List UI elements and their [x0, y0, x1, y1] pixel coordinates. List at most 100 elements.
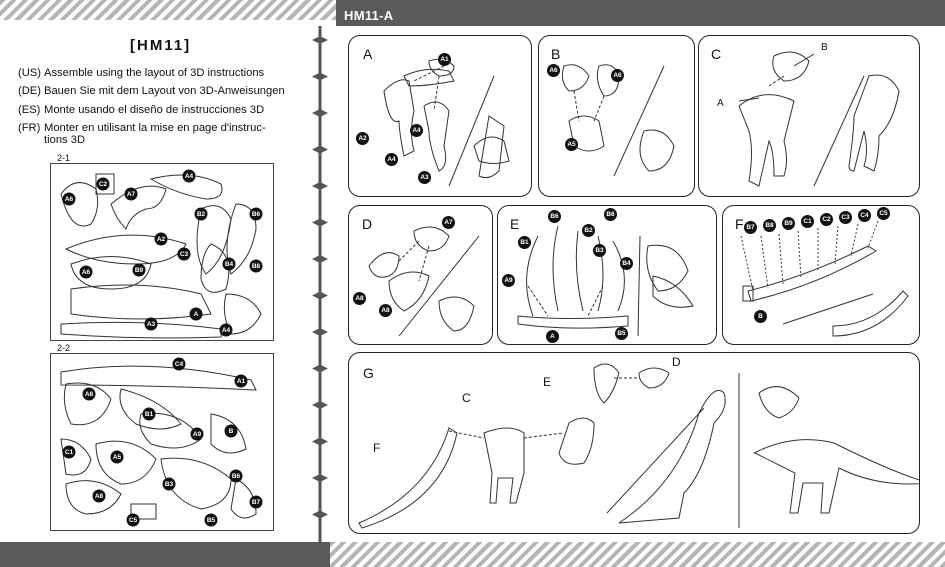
- instruction-us: (US)Assemble using the layout of 3D inst…: [18, 67, 264, 80]
- bottom-right-stripes: [330, 542, 945, 567]
- callout: C3: [839, 211, 852, 224]
- callout: A2: [356, 132, 369, 145]
- callout: A: [546, 330, 559, 343]
- part-callout-label: C3: [180, 251, 189, 258]
- step-panel-e: E B6 B6 B1 B2 B3 A9 B4 B5 A: [497, 205, 717, 345]
- step-b-drawing: [539, 36, 694, 196]
- step-e-drawing: [498, 206, 716, 344]
- callout: B7: [744, 221, 757, 234]
- part-callout-label: B7: [252, 499, 261, 506]
- spine-mark: [312, 365, 328, 373]
- callout: C4: [858, 209, 871, 222]
- parts-sheet-2-2: C4A1A8B1A9BC1A5B3B6A8C5B5B7: [50, 353, 274, 531]
- part-callout-label: B8: [252, 263, 261, 270]
- callout: A9: [502, 274, 515, 287]
- part-callout-label: B4: [225, 261, 234, 268]
- part-label: F: [373, 441, 380, 455]
- callout: A8: [353, 292, 366, 305]
- spine-mark: [312, 255, 328, 263]
- callout: A6: [547, 64, 560, 77]
- callout: A6: [611, 69, 624, 82]
- part-callout-label: B5: [207, 517, 216, 524]
- part-callout-label: B2: [197, 211, 206, 218]
- spine-mark: [312, 73, 328, 81]
- step-c-drawing: [699, 36, 919, 196]
- part-callout-label: B: [229, 428, 234, 435]
- product-code: [HM11]: [130, 37, 191, 54]
- callout: A4: [410, 124, 423, 137]
- spine-mark: [312, 109, 328, 117]
- page-title: HM11-A: [344, 8, 393, 23]
- callout: A3: [418, 171, 431, 184]
- sheet-label-2-1: 2-1: [57, 153, 70, 163]
- step-panel-a: A A1 A2 A4 A4 A3: [348, 35, 532, 197]
- sheet-label-2-2: 2-2: [57, 343, 70, 353]
- binding-spine: [300, 26, 340, 542]
- part-callout-label: A6: [82, 269, 91, 276]
- step-d-drawing: [349, 206, 492, 344]
- callout: A8: [379, 304, 392, 317]
- callout: A7: [442, 216, 455, 229]
- part-callout-label: A9: [193, 431, 202, 438]
- instruction-fr-cont: tions 3D: [18, 134, 85, 147]
- sheet-2-1-parts-drawing: A6C2A7A4B2B6A2C3A6B9B4B8AA3A4: [51, 164, 273, 340]
- top-left-stripes: [0, 0, 336, 20]
- callout: C1: [801, 215, 814, 228]
- part-callout-label: A1: [237, 378, 246, 385]
- step-panel-f: F B7 B8 B9 C1 C2 C3 C4 C5 B: [722, 205, 920, 345]
- spine-mark: [312, 401, 328, 409]
- part-callout-label: A8: [95, 493, 104, 500]
- part-callout-label: A6: [65, 196, 74, 203]
- step-panel-g: G D E C F: [348, 352, 920, 534]
- spine-mark: [312, 36, 328, 44]
- part-callout-label: B9: [135, 267, 144, 274]
- part-label: D: [672, 355, 681, 369]
- part-callout-label: A: [194, 311, 199, 318]
- step-g-drawing: [349, 353, 919, 533]
- callout: B5: [615, 327, 628, 340]
- callout: A4: [385, 153, 398, 166]
- part-callout-label: A4: [185, 173, 194, 180]
- part-label: B: [821, 42, 828, 53]
- part-callout-label: C1: [65, 449, 74, 456]
- part-callout-label: B6: [232, 473, 241, 480]
- instruction-de: (DE)Bauen Sie mit dem Layout von 3D-Anwe…: [18, 85, 285, 98]
- top-dark-bar: [336, 0, 945, 26]
- instruction-es: (ES)Monte usando el diseño de instruccio…: [18, 104, 264, 117]
- step-panel-c: C B A: [698, 35, 920, 197]
- callout: B6: [548, 210, 561, 223]
- callout: B: [754, 310, 767, 323]
- part-label: E: [543, 375, 551, 389]
- spine-mark: [312, 474, 328, 482]
- bottom-dark-bar: [0, 542, 330, 567]
- callout: B4: [620, 257, 633, 270]
- part-callout-label: B1: [145, 411, 154, 418]
- callout: B2: [582, 224, 595, 237]
- step-panel-b: B A6 A6 A5: [538, 35, 695, 197]
- part-callout-label: A8: [85, 391, 94, 398]
- part-label: A: [717, 98, 724, 109]
- part-callout-label: B6: [252, 211, 261, 218]
- part-callout-label: B3: [165, 481, 174, 488]
- spine-mark: [312, 146, 328, 154]
- spine-mark: [312, 328, 328, 336]
- callout: C5: [877, 207, 890, 220]
- callout: C2: [820, 213, 833, 226]
- spine-mark: [312, 182, 328, 190]
- spine-mark: [312, 511, 328, 519]
- part-callout-label: A4: [222, 327, 231, 334]
- spine-mark: [312, 219, 328, 227]
- step-panel-d: D A7 A8 A8: [348, 205, 493, 345]
- callout: B9: [782, 217, 795, 230]
- callout: B3: [593, 244, 606, 257]
- part-callout-label: C5: [129, 517, 138, 524]
- part-label: C: [462, 391, 471, 405]
- part-callout-label: C4: [175, 361, 184, 368]
- spine-mark: [312, 438, 328, 446]
- part-callout-label: A3: [147, 321, 156, 328]
- callout: B6: [604, 208, 617, 221]
- part-callout-label: A5: [113, 454, 122, 461]
- callout: A5: [565, 138, 578, 151]
